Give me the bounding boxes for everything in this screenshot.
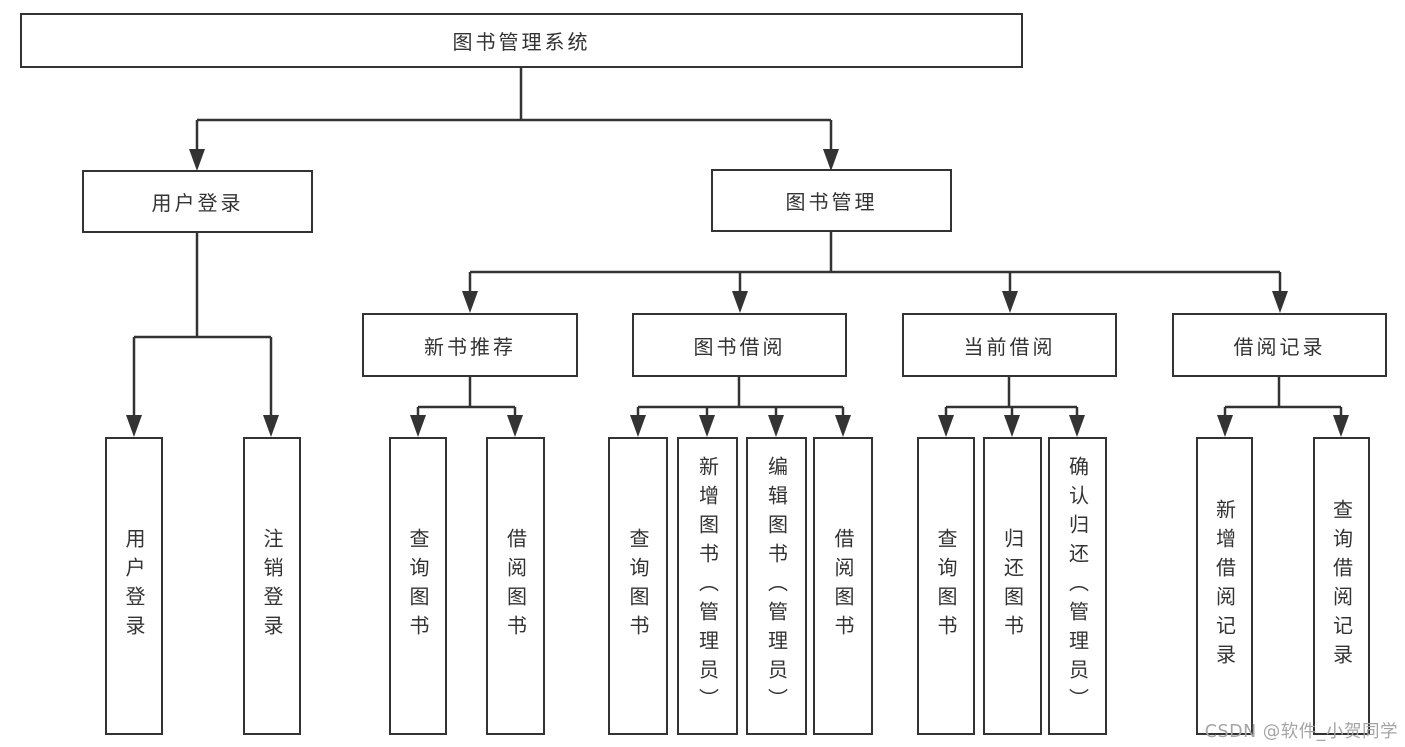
leaf-logout: 注销登录 <box>243 437 301 735</box>
connector-current-borrow <box>944 377 1079 416</box>
arrowhead <box>507 415 523 437</box>
node-book-management: 图书管理 <box>711 169 952 232</box>
arrowhead <box>1002 291 1018 313</box>
arrowhead <box>1004 415 1020 437</box>
arrowhead <box>768 415 784 437</box>
leaf-query-books-current: 查询图书 <box>917 437 975 735</box>
connector-book-management <box>468 232 1282 292</box>
leaf-user-login: 用户登录 <box>105 437 163 735</box>
leaf-edit-book-admin: 编辑图书（管理员） <box>746 437 807 735</box>
connector-new-book-recommend <box>416 377 517 416</box>
node-library-management-system: 图书管理系统 <box>20 13 1023 68</box>
arrowhead <box>189 149 205 171</box>
node-new-book-recommend: 新书推荐 <box>362 313 578 377</box>
arrowhead <box>938 415 954 437</box>
node-user-login: 用户登录 <box>82 170 313 233</box>
arrowhead <box>263 415 279 437</box>
arrowhead <box>1069 415 1085 437</box>
arrowhead <box>462 291 478 313</box>
arrowhead <box>835 415 851 437</box>
watermark-text: CSDN @软件_小贺同学 <box>1204 722 1398 742</box>
arrowhead <box>732 291 748 313</box>
connector-borrow-record <box>1223 377 1343 416</box>
arrowhead <box>823 149 839 171</box>
connector-user-login <box>132 233 273 416</box>
connector-root <box>195 68 833 150</box>
leaf-query-books-recommend: 查询图书 <box>389 437 447 735</box>
connector-book-borrow <box>636 377 845 416</box>
arrowhead <box>410 415 426 437</box>
leaf-borrow-books-recommend: 借阅图书 <box>486 437 545 735</box>
leaf-add-borrow-record: 新增借阅记录 <box>1196 437 1253 735</box>
arrowhead <box>1333 415 1349 437</box>
arrowhead <box>1272 291 1288 313</box>
leaf-query-borrow-record: 查询借阅记录 <box>1313 437 1370 735</box>
arrowhead <box>630 415 646 437</box>
arrowhead <box>126 415 142 437</box>
leaf-add-book-admin: 新增图书（管理员） <box>677 437 738 735</box>
leaf-query-books-borrow: 查询图书 <box>608 437 668 735</box>
node-book-borrow: 图书借阅 <box>632 313 847 377</box>
arrowhead <box>1217 415 1233 437</box>
leaf-borrow-books: 借阅图书 <box>813 437 873 735</box>
leaf-return-book: 归还图书 <box>983 437 1042 735</box>
node-current-borrow: 当前借阅 <box>902 313 1117 377</box>
arrowhead <box>699 415 715 437</box>
leaf-confirm-return-admin: 确认归还（管理员） <box>1048 437 1107 735</box>
node-borrow-record: 借阅记录 <box>1172 313 1387 377</box>
